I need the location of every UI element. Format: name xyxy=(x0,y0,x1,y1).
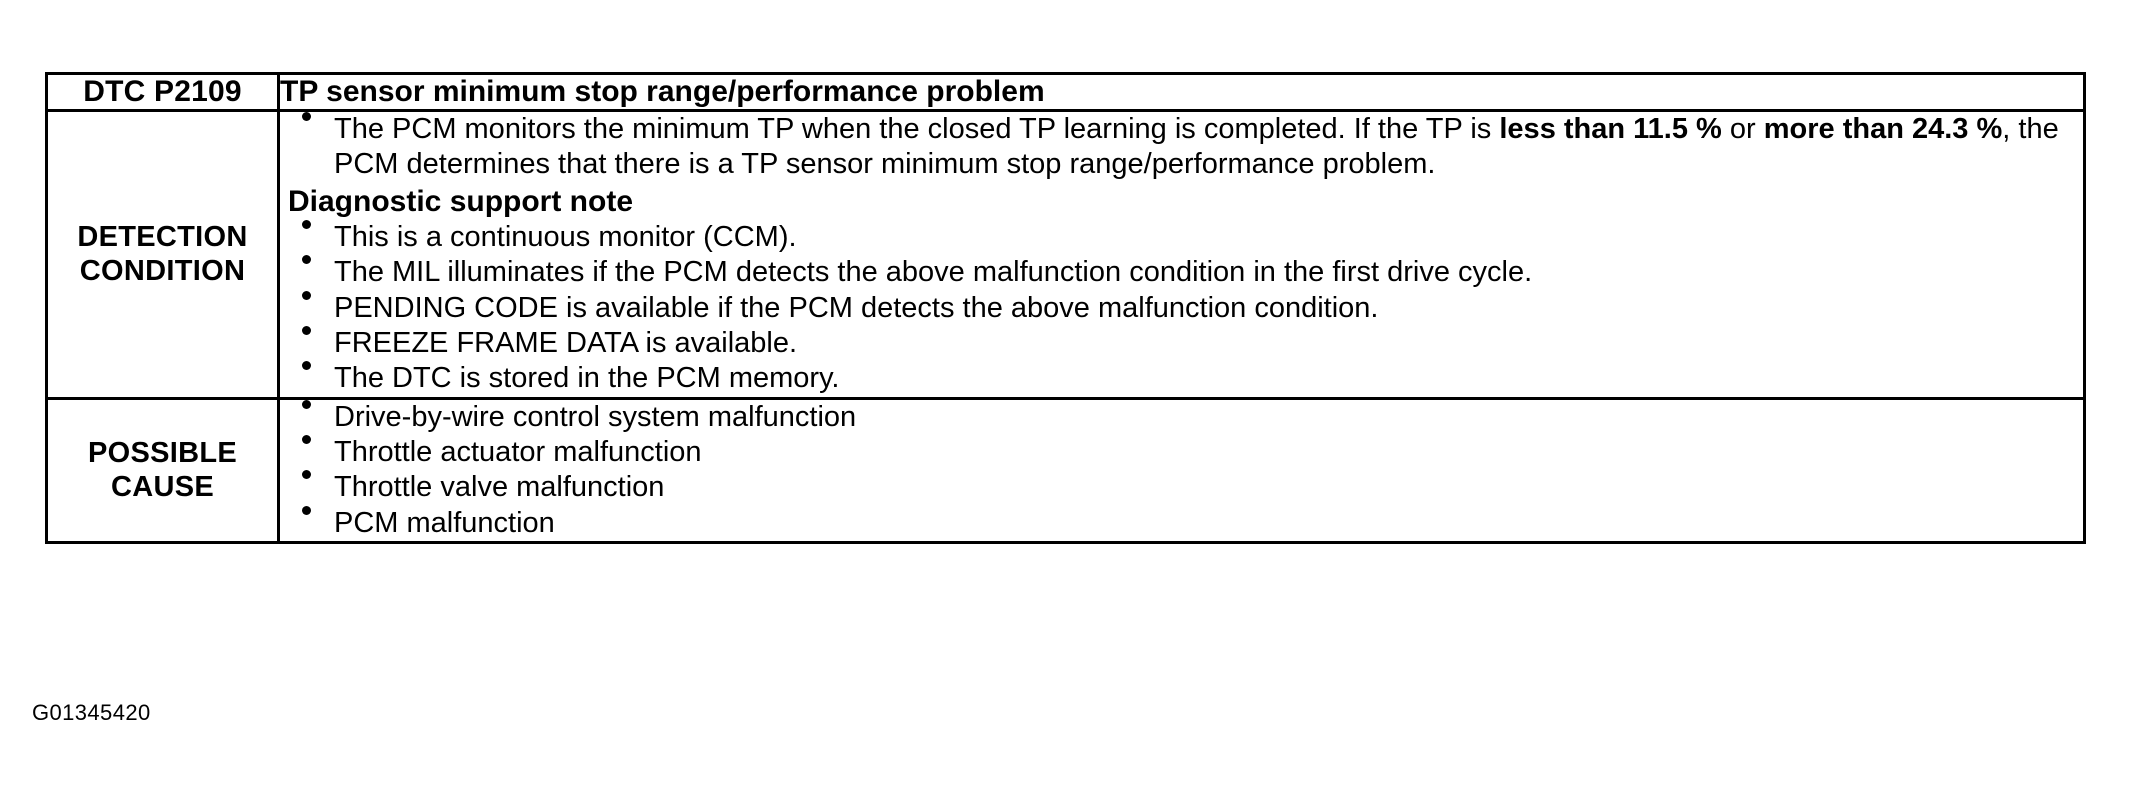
plain-text: The PCM monitors the minimum TP when the… xyxy=(334,113,1500,145)
possible-cause-body-cell: Drive-by-wire control system malfunction… xyxy=(277,396,2086,545)
bullet-dot-icon xyxy=(302,219,311,229)
list-item-label: FREEZE FRAME DATA is available. xyxy=(334,326,798,359)
list-item: Drive-by-wire control system malfunction xyxy=(280,399,2083,435)
possible-cause-label-line2: CAUSE xyxy=(110,471,214,504)
list-item: Throttle actuator malfunction xyxy=(280,435,2083,470)
detection-condition-body-cell: The PCM monitors the minimum TP when the… xyxy=(277,109,2086,400)
list-item: This is a continuous monitor (CCM). xyxy=(280,219,2083,255)
list-item-label: The MIL illuminates if the PCM detects t… xyxy=(334,256,1533,289)
bullet-dot-icon xyxy=(302,505,311,515)
plain-text: or xyxy=(1721,113,1764,145)
dtc-title-cell: TP sensor minimum stop range/performance… xyxy=(277,72,2086,112)
list-item: The DTC is stored in the PCM memory. xyxy=(280,361,2083,396)
detection-intro-text: The PCM monitors the minimum TP when the… xyxy=(334,113,2059,180)
detection-condition-label-line2: CONDITION xyxy=(79,255,246,288)
list-item: Throttle valve malfunction xyxy=(280,470,2083,505)
list-item: The MIL illuminates if the PCM detects t… xyxy=(280,255,2083,290)
list-item: PENDING CODE is available if the PCM det… xyxy=(280,290,2083,326)
bullet-dot-icon xyxy=(302,325,311,335)
dtc-code-cell: DTC P2109 xyxy=(45,72,280,112)
list-item: FREEZE FRAME DATA is available. xyxy=(280,325,2083,361)
possible-cause-label-line1: POSSIBLE xyxy=(87,436,238,469)
emphasis-text: less than 11.5 % xyxy=(1499,113,1722,145)
possible-cause-label-cell: POSSIBLE CAUSE xyxy=(45,396,280,545)
list-item: PCM malfunction xyxy=(280,505,2083,541)
emphasis-text: more than 24.3 % xyxy=(1763,113,2003,145)
detection-condition-label-cell: DETECTION CONDITION xyxy=(45,109,280,400)
table-row-detection-condition: DETECTION CONDITION The PCM monitors the… xyxy=(45,109,2086,400)
possible-cause-list: Drive-by-wire control system malfunction… xyxy=(280,399,2083,542)
list-item-label: This is a continuous monitor (CCM). xyxy=(334,220,797,253)
table-row-header: DTC P2109 TP sensor minimum stop range/p… xyxy=(45,72,2086,112)
bullet-dot-icon xyxy=(302,361,311,371)
list-item: The PCM monitors the minimum TP when the… xyxy=(280,112,2083,183)
list-item-label: PCM malfunction xyxy=(334,506,555,539)
bullet-dot-icon xyxy=(302,399,311,409)
bullet-dot-icon xyxy=(302,470,311,480)
dtc-detail-table: DTC P2109 TP sensor minimum stop range/p… xyxy=(45,72,2086,545)
figure-reference-code: G01345420 xyxy=(32,700,151,725)
list-item-label: The DTC is stored in the PCM memory. xyxy=(334,362,840,395)
detection-condition-label-line1: DETECTION xyxy=(77,220,248,253)
bullet-dot-icon xyxy=(302,290,311,300)
list-item-label: Throttle valve malfunction xyxy=(334,471,665,504)
detection-intro-bullet-list: The PCM monitors the minimum TP when the… xyxy=(280,112,2083,183)
diagnostic-support-note-list: This is a continuous monitor (CCM).The M… xyxy=(280,219,2083,397)
bullet-dot-icon xyxy=(302,435,311,444)
bullet-dot-icon xyxy=(302,255,311,265)
list-item-label: Throttle actuator malfunction xyxy=(334,436,702,468)
list-item-label: PENDING CODE is available if the PCM det… xyxy=(334,291,1379,324)
table-row-possible-cause: POSSIBLE CAUSE Drive-by-wire control sys… xyxy=(45,396,2086,545)
diagnostic-support-note-heading: Diagnostic support note xyxy=(288,184,633,218)
list-item-label: Drive-by-wire control system malfunction xyxy=(334,400,857,433)
bullet-dot-icon xyxy=(302,112,311,121)
plain-text: , the PCM determines that there is a TP … xyxy=(334,113,2059,181)
